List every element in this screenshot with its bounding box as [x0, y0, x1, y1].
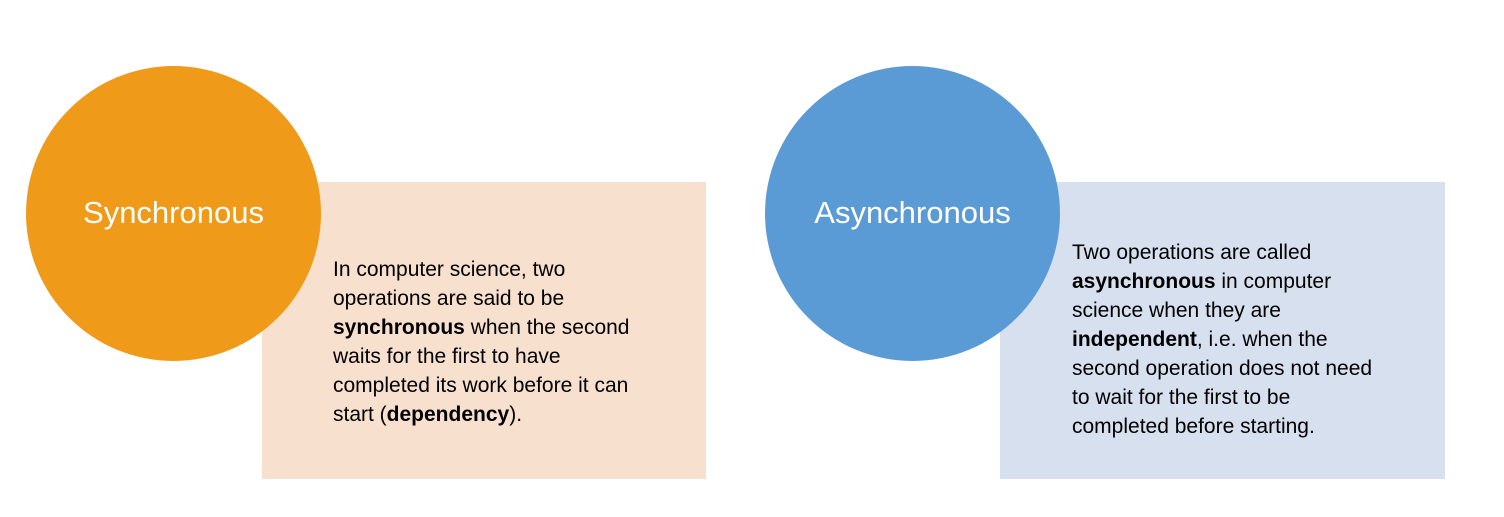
description-line: synchronous when the second	[333, 313, 693, 342]
description-line: completed its work before it can	[333, 371, 693, 400]
description-line: In computer science, two	[333, 255, 693, 284]
synchronous-circle: Synchronous	[26, 66, 321, 361]
description-line: asynchronous in computer	[1072, 267, 1436, 296]
text-segment: science when they are	[1072, 299, 1281, 322]
description-line: to wait for the first to be	[1072, 383, 1436, 412]
bold-term: asynchronous	[1072, 270, 1216, 293]
description-line: Two operations are called	[1072, 238, 1436, 267]
text-segment: completed its work before it can	[333, 374, 629, 397]
synchronous-title: Synchronous	[83, 194, 264, 230]
text-segment: Two operations are called	[1072, 241, 1312, 264]
description-line: waits for the first to have	[333, 342, 693, 371]
text-segment: in computer	[1215, 270, 1332, 293]
description-line: science when they are	[1072, 296, 1436, 325]
bold-term: synchronous	[333, 316, 465, 339]
bold-term: dependency	[386, 403, 510, 426]
description-line: operations are said to be	[333, 284, 693, 313]
text-segment: ).	[509, 403, 523, 426]
text-segment: , i.e. when the	[1196, 328, 1328, 351]
asynchronous-title: Asynchronous	[814, 194, 1011, 230]
synchronous-description-box	[262, 182, 706, 479]
asynchronous-description-box	[1000, 182, 1445, 479]
text-segment: completed before starting.	[1072, 415, 1315, 438]
text-segment: operations are said to be	[333, 287, 565, 310]
synchronous-description: In computer science, two operations are s…	[333, 255, 693, 429]
text-segment: when the second	[464, 316, 630, 339]
text-segment: to wait for the first to be	[1072, 386, 1291, 409]
text-segment: waits for the first to have	[333, 345, 561, 368]
description-line: completed before starting.	[1072, 412, 1436, 441]
description-line: independent, i.e. when the	[1072, 325, 1436, 354]
bold-term: independent	[1072, 328, 1197, 351]
text-segment: second operation does not need	[1072, 357, 1373, 380]
asynchronous-circle: Asynchronous	[765, 66, 1060, 361]
description-line: second operation does not need	[1072, 354, 1436, 383]
text-segment: start (	[333, 403, 387, 426]
text-segment: In computer science, two	[333, 258, 566, 281]
asynchronous-description: Two operations are called asynchronous in…	[1072, 238, 1436, 441]
description-line: start (dependency).	[333, 400, 693, 429]
